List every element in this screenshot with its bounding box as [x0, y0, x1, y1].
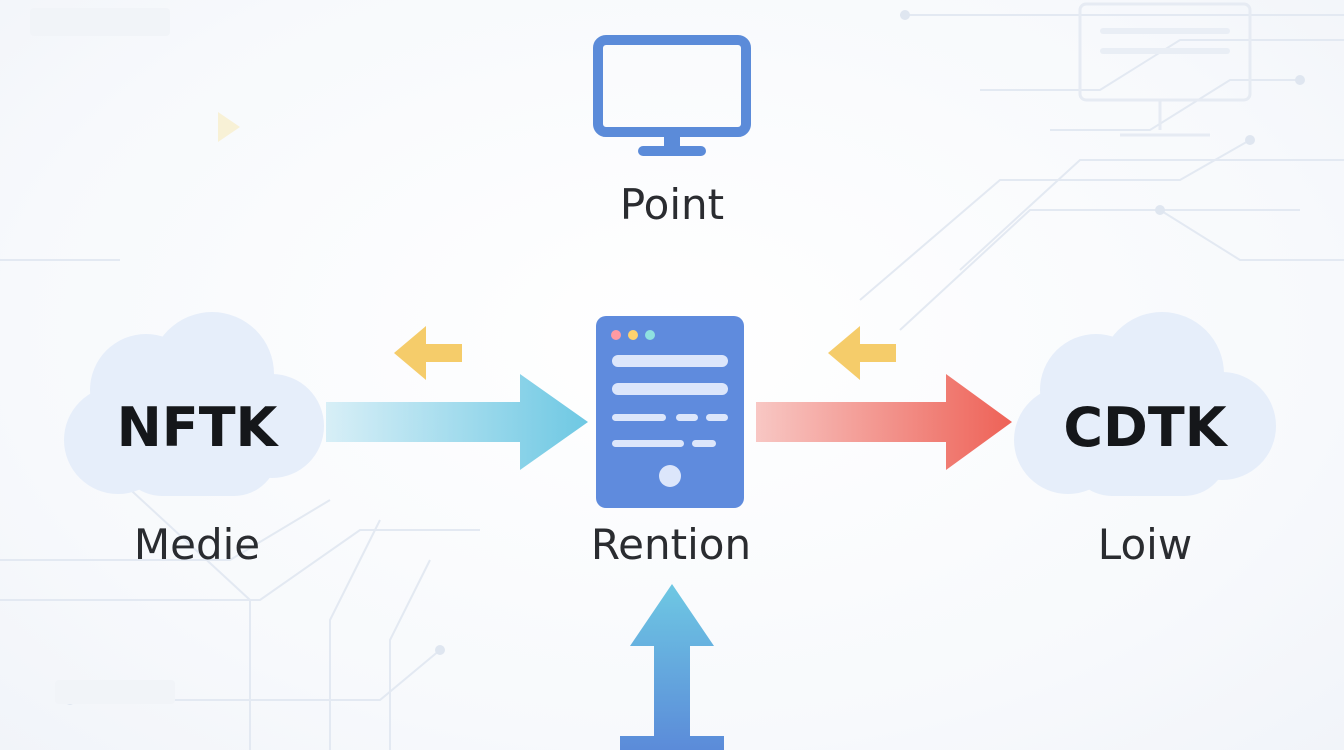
- cloud-title-right: CDTK: [1063, 396, 1227, 459]
- cloud-icon-left: [64, 312, 324, 496]
- node-label-center: Rention: [590, 520, 752, 569]
- cloud-icon-right: [1014, 312, 1276, 496]
- small-arrow-yellow-right: [828, 326, 896, 380]
- document-panel-icon[interactable]: [596, 316, 744, 508]
- monitor-icon: [593, 35, 751, 156]
- arrow-bottom-to-center: [620, 584, 724, 750]
- node-label-top: Point: [619, 180, 725, 229]
- node-label-left: Medie: [133, 520, 261, 569]
- arrow-center-to-right: [756, 374, 1012, 470]
- arrow-left-to-center: [326, 374, 588, 470]
- node-label-right: Loiw: [1097, 520, 1193, 569]
- small-arrow-yellow-left: [394, 326, 462, 380]
- cloud-title-left: NFTK: [116, 396, 278, 459]
